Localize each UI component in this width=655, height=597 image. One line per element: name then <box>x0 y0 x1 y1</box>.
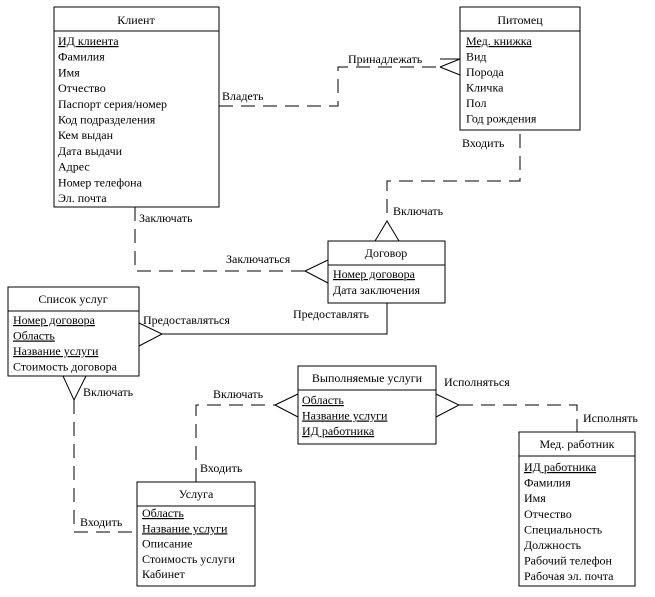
label-ispolnyat: Исполнять <box>583 411 638 425</box>
key-attribute: Область <box>302 393 344 407</box>
entity-pitomets: Питомец Мед. книжкаВидПородаКличкаПолГод… <box>459 6 581 131</box>
entity-title: Выполняемые услуги <box>312 371 423 385</box>
key-attribute: Название услуги <box>302 409 388 423</box>
attribute: Год рождения <box>466 112 537 126</box>
key-attribute: Номер договора <box>13 313 96 327</box>
attribute: Должность <box>524 538 582 552</box>
attribute: Имя <box>524 491 546 505</box>
attribute: Рабочий телефон <box>524 554 612 568</box>
crowsfoot-vypoln-left <box>274 393 299 418</box>
entity-title: Список услуг <box>38 292 107 306</box>
attribute: Дата выдачи <box>58 144 123 158</box>
crowsfoot-spisok-right <box>138 322 164 347</box>
key-attribute: Область <box>142 506 184 520</box>
crowsfoot-pitomets <box>439 58 461 76</box>
crowsfoot-spisok-bottom <box>62 375 87 402</box>
label-zaklyuchatsya: Заключаться <box>226 252 291 266</box>
key-attribute: ИД работника <box>524 460 597 474</box>
label-predostavlyat: Предоставлять <box>293 307 370 321</box>
key-attribute: Область <box>13 329 55 343</box>
attribute: Порода <box>466 65 504 79</box>
attribute: Кабинет <box>142 567 185 581</box>
entity-title: Питомец <box>497 13 543 27</box>
attribute: Дата заключения <box>333 283 421 297</box>
attribute: Номер телефона <box>58 175 143 189</box>
attribute: Фамилия <box>58 50 105 64</box>
key-attribute: Название услуги <box>13 344 99 358</box>
entity-title: Договор <box>365 246 407 260</box>
attribute: Стоимость услуги <box>142 552 236 566</box>
attribute: Отчество <box>524 507 572 521</box>
label-prinadlezhat: Принадлежать <box>348 52 423 66</box>
entity-spisok-uslug: Список услуг Номер договораОбластьНазван… <box>7 286 140 377</box>
label-zaklyuchat: Заключать <box>139 211 193 225</box>
attribute: Стоимость договора <box>13 360 118 374</box>
link-pitomets-dogovor <box>386 134 521 221</box>
label-ispolnyatsya: Исполняться <box>444 375 510 389</box>
entity-med-rabotnik: Мед. работник ИД работникаФамилияИмяОтче… <box>518 431 636 587</box>
attribute: Адрес <box>58 160 90 174</box>
key-attribute: Мед. книжка <box>466 34 532 48</box>
entity-title: Услуга <box>179 487 214 501</box>
attribute: Имя <box>58 65 80 79</box>
attribute: Пол <box>466 96 487 110</box>
label-vhodit-pitomets: Входить <box>462 136 505 150</box>
attribute: Рабочая эл. почта <box>524 569 614 583</box>
attribute: Паспорт серия/номер <box>58 97 167 111</box>
label-predostavlyatsya: Предоставляться <box>143 313 230 327</box>
label-vhodit-spisok: Входить <box>80 515 123 529</box>
attribute: Вид <box>466 50 487 64</box>
label-vladet: Владеть <box>222 89 264 103</box>
crowsfoot-dogovor-left <box>304 259 329 284</box>
attribute: Описание <box>142 537 192 551</box>
key-attribute: Название услуги <box>142 521 228 535</box>
attribute: Специальность <box>524 522 603 536</box>
attribute: Фамилия <box>524 476 571 490</box>
label-vklyuchat-vypoln: Включать <box>213 387 264 401</box>
key-attribute: ИД клиента <box>58 34 119 48</box>
key-attribute: ИД работника <box>302 424 375 438</box>
link-klient-pitomets <box>219 66 440 107</box>
link-klient-dogovor <box>134 207 305 272</box>
link-dogovor-spisok <box>162 303 388 335</box>
label-vklyuchat-spisok: Включать <box>83 385 134 399</box>
attribute: Кем выдан <box>58 128 114 142</box>
entity-title: Мед. работник <box>540 437 615 451</box>
crowsfoot-dogovor-top <box>374 220 400 242</box>
label-vhodit-usluga: Входить <box>200 461 243 475</box>
link-vypoln-medrabotnik <box>459 404 578 432</box>
crowsfoot-vypoln-right <box>435 393 461 418</box>
relationship-lines <box>62 58 578 533</box>
key-attribute: Номер договора <box>333 267 416 281</box>
attribute: Кличка <box>466 81 504 95</box>
attribute: Эл. почта <box>58 191 107 205</box>
entity-title: Клиент <box>117 13 155 27</box>
link-usluga-vypoln <box>195 404 275 482</box>
attribute: Отчество <box>58 81 106 95</box>
entity-klient: Клиент ИД клиентаФамилияИмяОтчествоПаспо… <box>53 6 220 208</box>
attribute: Код подразделения <box>58 113 156 127</box>
label-vklyuchat-dogovor: Включать <box>393 204 444 218</box>
relationship-labels: Владеть Принадлежать Входить Включать За… <box>80 52 638 529</box>
link-spisok-usluga <box>73 400 137 533</box>
